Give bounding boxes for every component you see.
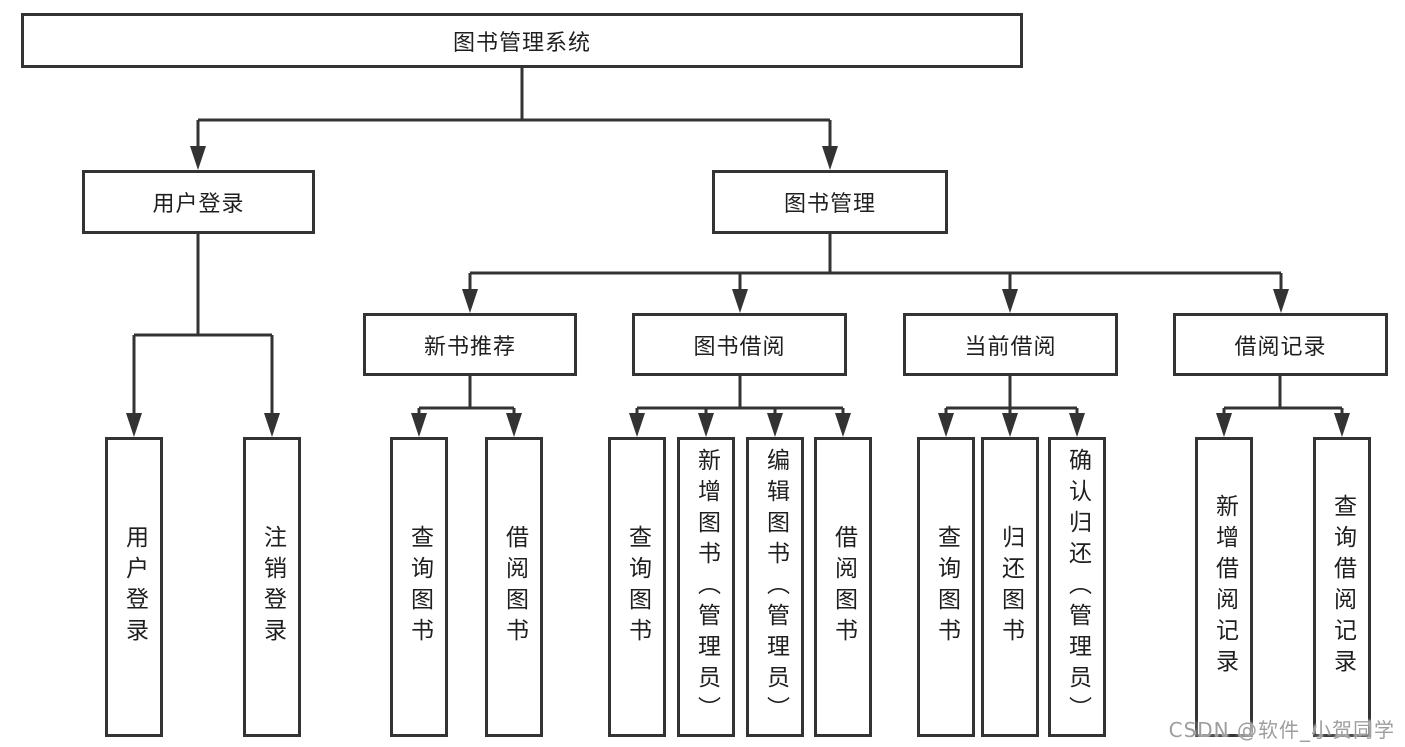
arrowhead-icon (1334, 413, 1350, 437)
leaf-records-add-record: 新增借阅记录 (1195, 437, 1253, 737)
node-book-borrow: 图书借阅 (632, 313, 847, 376)
node-borrow-records: 借阅记录 (1173, 313, 1388, 376)
leaf-borrow-add-books-admin: 新增图书（管理员） (677, 437, 735, 737)
arrowhead-icon (938, 413, 954, 437)
node-label: 新增借阅记录 (1211, 494, 1238, 680)
node-label: 查询借阅记录 (1329, 494, 1356, 680)
connector-borrow-children (629, 376, 851, 437)
leaf-recommend-borrow-books: 借阅图书 (485, 437, 543, 737)
arrowhead-icon (264, 413, 280, 437)
arrowhead-icon (1002, 413, 1018, 437)
connector-current-children (938, 376, 1085, 437)
arrowhead-icon (1216, 413, 1232, 437)
arrowhead-icon (126, 413, 142, 437)
node-user-login: 用户登录 (82, 170, 315, 234)
arrowhead-icon (190, 146, 206, 170)
node-label: 用户登录 (121, 525, 148, 649)
leaf-logout: 注销登录 (243, 437, 301, 737)
node-book-management: 图书管理 (712, 170, 948, 234)
node-label: 查询图书 (406, 525, 433, 649)
arrowhead-icon (1273, 289, 1289, 313)
watermark: CSDN @软件_小贺同学 (1168, 718, 1395, 742)
leaf-current-query-books: 查询图书 (917, 437, 975, 737)
node-label: 查询图书 (624, 525, 651, 649)
node-label: 借阅记录 (1234, 334, 1327, 360)
connector-recommend-children (411, 376, 522, 437)
node-label: 当前借阅 (964, 334, 1057, 360)
node-label: 借阅图书 (830, 525, 857, 649)
node-label: 借阅图书 (501, 525, 528, 649)
node-label: 确认归还（管理员） (1064, 447, 1091, 727)
leaf-borrow-query-books: 查询图书 (608, 437, 666, 737)
node-label: 归还图书 (997, 525, 1024, 649)
node-label: 图书管理系统 (452, 30, 591, 56)
connector-records-children (1216, 376, 1350, 437)
leaf-current-return-books: 归还图书 (981, 437, 1039, 737)
node-root: 图书管理系统 (21, 13, 1023, 68)
arrowhead-icon (1069, 413, 1085, 437)
arrowhead-icon (732, 289, 748, 313)
node-label: 注销登录 (259, 525, 286, 649)
arrowhead-icon (506, 413, 522, 437)
leaf-user-login: 用户登录 (105, 437, 163, 737)
node-new-book-recommend: 新书推荐 (363, 313, 577, 376)
node-current-borrow: 当前借阅 (903, 313, 1118, 376)
node-label: 新增图书（管理员） (693, 447, 720, 727)
arrowhead-icon (411, 413, 427, 437)
leaf-records-query-record: 查询借阅记录 (1313, 437, 1371, 737)
node-label: 图书借阅 (693, 334, 786, 360)
leaf-current-confirm-return-admin: 确认归还（管理员） (1048, 437, 1106, 737)
leaf-recommend-query-books: 查询图书 (390, 437, 448, 737)
connector-root (190, 68, 838, 170)
arrowhead-icon (767, 413, 783, 437)
node-label: 图书管理 (783, 192, 876, 217)
arrowhead-icon (822, 146, 838, 170)
node-label: 用户登录 (152, 192, 245, 217)
node-label: 查询图书 (933, 525, 960, 649)
leaf-borrow-edit-books-admin: 编辑图书（管理员） (746, 437, 804, 737)
connector-book-mgmt-children (462, 234, 1289, 313)
node-label: 编辑图书（管理员） (762, 447, 789, 727)
arrowhead-icon (629, 413, 645, 437)
connector-user-login-children (126, 234, 280, 437)
leaf-borrow-borrow-books: 借阅图书 (814, 437, 872, 737)
arrowhead-icon (698, 413, 714, 437)
node-label: 新书推荐 (423, 334, 516, 360)
arrowhead-icon (1002, 289, 1018, 313)
arrowhead-icon (835, 413, 851, 437)
arrowhead-icon (462, 289, 478, 313)
